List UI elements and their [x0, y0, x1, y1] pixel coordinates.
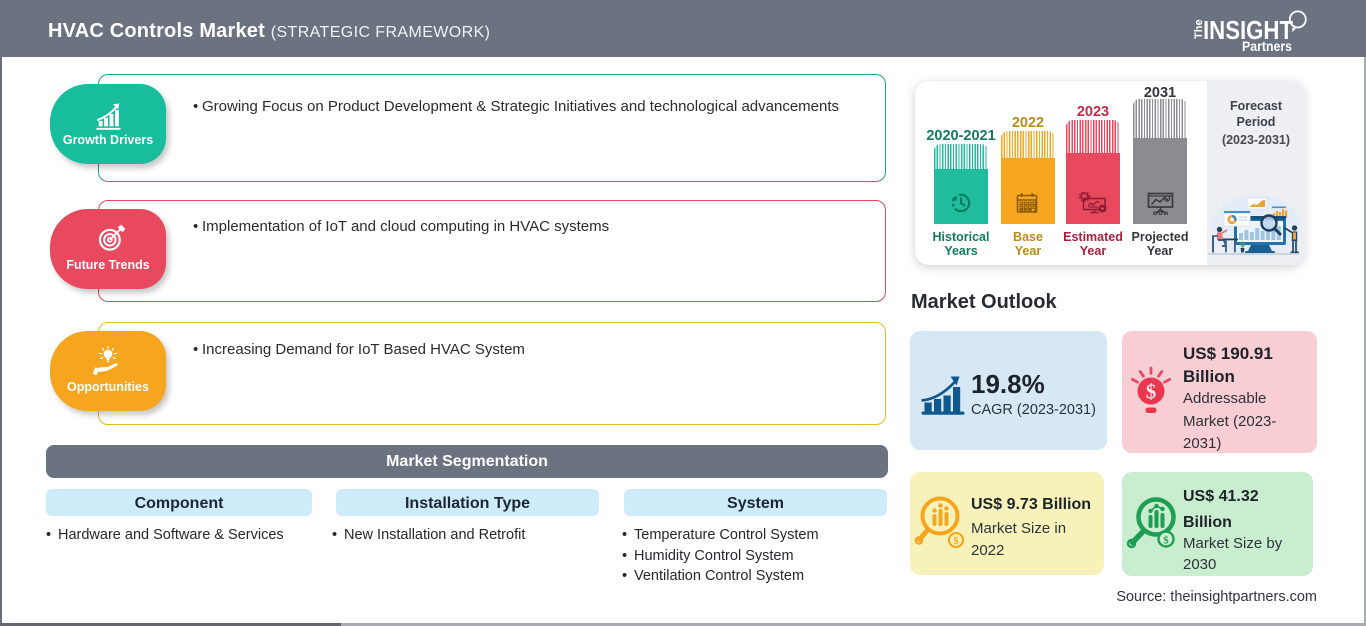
svg-text:INSIGHT: INSIGHT	[1203, 15, 1293, 45]
svg-text:The: The	[1193, 19, 1205, 39]
svg-text:$: $	[1146, 380, 1157, 404]
svg-text:$: $	[1163, 536, 1168, 547]
svg-text:Partners: Partners	[1242, 38, 1292, 54]
svg-text:$: $	[954, 536, 959, 547]
